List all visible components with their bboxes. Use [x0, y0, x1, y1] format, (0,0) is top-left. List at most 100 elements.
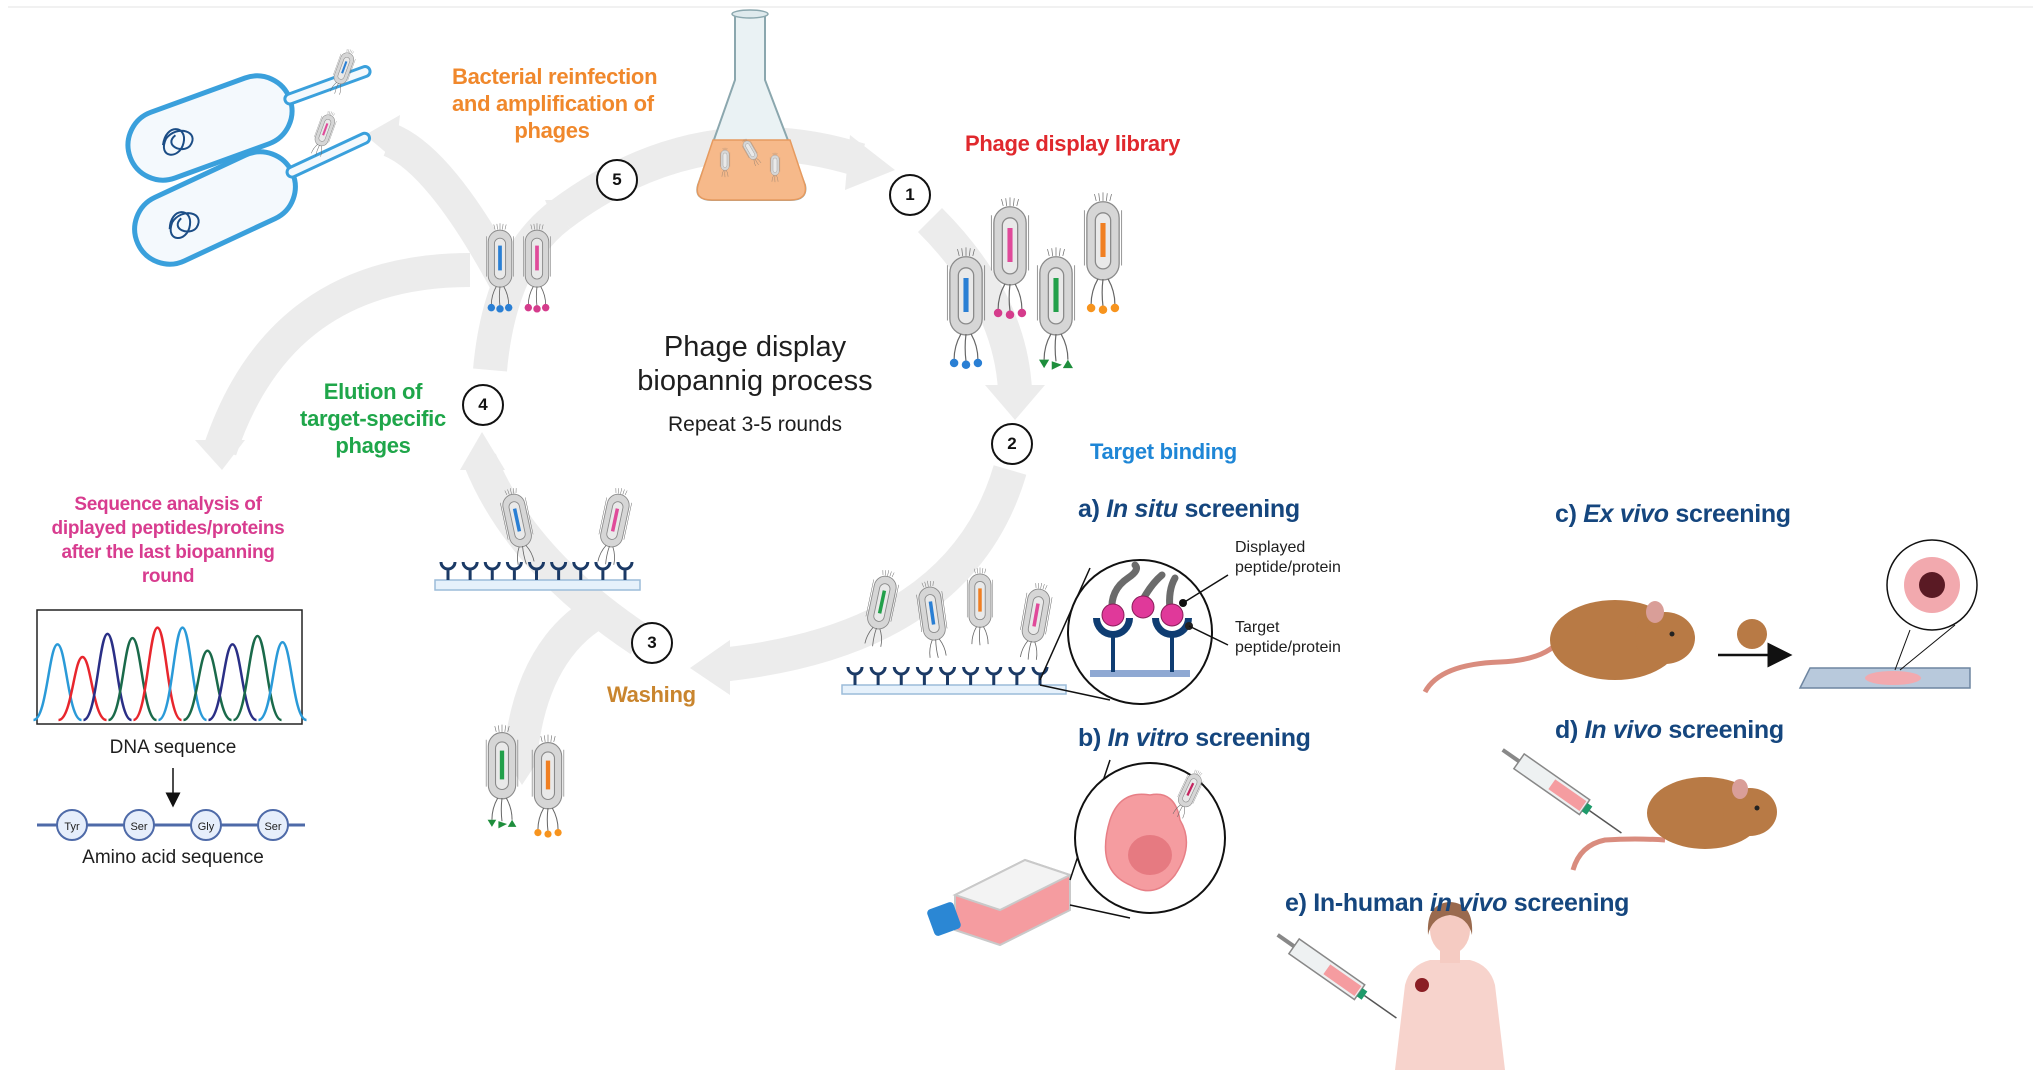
residue-label: Tyr	[64, 821, 80, 833]
chromatogram-peak	[232, 634, 283, 722]
residue-circle	[190, 809, 222, 841]
residue-circle	[257, 809, 289, 841]
receptor	[939, 666, 956, 685]
syringe-human	[1276, 902, 1505, 1070]
heading-in-vitro-prefix: b)	[1078, 724, 1108, 752]
bacteria-group	[125, 46, 372, 267]
chromatogram-peak	[132, 626, 183, 722]
heading-ex-vivo: c) Ex vivo screening	[1555, 500, 1791, 529]
step-5-label: Bacterial reinfection and amplification …	[452, 63, 658, 144]
receptor	[439, 561, 457, 580]
residue-label: Ser	[264, 821, 281, 833]
residue-circle	[56, 809, 88, 841]
receptor	[846, 666, 864, 685]
step-4-label-line-3: phages	[335, 433, 411, 458]
washed-phages	[485, 724, 565, 838]
top-border	[8, 6, 2033, 8]
heading-in-vivo-prefix: d)	[1555, 716, 1585, 744]
heading-in-vivo: d) In vivo screening	[1555, 716, 1784, 745]
receptor	[461, 561, 479, 580]
chromatogram-peak	[57, 655, 108, 722]
step-badge-5: 5	[596, 159, 638, 201]
residue-circle	[123, 809, 155, 841]
bacterium-2	[132, 131, 372, 267]
step-4-label-line-1: Elution of	[323, 379, 423, 404]
receptor	[962, 666, 980, 685]
cycle-arc-1-to-2	[917, 207, 1032, 392]
heading-ex-vivo-prefix: c)	[1555, 500, 1584, 528]
heading-in-vitro: b) In vitro screening	[1078, 724, 1311, 753]
receptor	[594, 561, 612, 580]
diagram-subtitle: Repeat 3-5 rounds	[668, 413, 842, 436]
target-peptide-label: Target peptide/protein	[1235, 618, 1341, 658]
heading-in-vivo-italic: In vivo	[1584, 716, 1662, 744]
receptor	[572, 561, 590, 580]
target-peptide-line-2: peptide/protein	[1235, 639, 1341, 656]
step-1-label: Phage display library	[965, 131, 1181, 156]
sequence-analysis-line-1: Sequence analysis of	[74, 494, 262, 515]
step-5-label-line-1: Bacterial reinfection	[452, 64, 658, 89]
heading-in-situ-prefix: a)	[1078, 495, 1107, 523]
step-5-label-line-3: phages	[514, 118, 590, 143]
elution-surface	[434, 485, 641, 591]
branch-to-sequence	[203, 253, 471, 456]
sequence-analysis-label: Sequence analysis of diplayed peptides/p…	[28, 493, 308, 589]
residue-label: Ser	[130, 821, 147, 833]
chromatogram-peak	[207, 643, 258, 722]
receptor	[985, 666, 1003, 685]
receptor	[892, 666, 910, 685]
step-badge-1: 1	[889, 174, 931, 216]
chromatogram-peak	[182, 649, 233, 722]
amplified-phages	[485, 222, 552, 313]
chromatogram-peak	[257, 641, 308, 722]
receptor	[505, 561, 523, 580]
amino-acid-sequence-label: Amino acid sequence	[82, 847, 264, 868]
phage-injecting-pink	[308, 108, 340, 159]
heading-in-human: e) In-human in vivo screening	[1285, 889, 1629, 918]
target-peptide-line-1: Target	[1235, 619, 1280, 636]
chromatogram	[32, 609, 308, 725]
sequence-analysis-line-4: round	[141, 566, 195, 587]
cycle-arc-2-to-3	[718, 465, 1027, 682]
heading-in-vitro-suffix: screening	[1188, 724, 1311, 752]
step-badge-3: 3	[631, 622, 673, 664]
step-badge-4: 4	[462, 384, 504, 426]
cycle-arc-3-to-4	[464, 453, 650, 655]
heading-in-situ-italic: In situ	[1106, 495, 1178, 523]
tissue-slide	[1798, 539, 1978, 689]
diagram-title-line-2: biopannig process	[637, 365, 873, 397]
step-4-label: Elution of target-specific phages	[293, 378, 453, 459]
chromatogram-peak	[157, 626, 208, 722]
bacterium-1	[125, 65, 372, 183]
heading-ex-vivo-italic: Ex vivo	[1583, 500, 1669, 528]
dna-sequence-label: DNA sequence	[109, 737, 237, 758]
heading-in-situ: a) In situ screening	[1078, 495, 1300, 524]
syringe-mouse	[1501, 748, 1777, 871]
chromatogram-peak	[32, 643, 83, 722]
cell-culture-flask	[927, 759, 1226, 947]
phage-injecting-blue	[327, 46, 359, 97]
chromatogram-peak	[82, 632, 133, 722]
cycle-arc-4-to-5	[473, 201, 571, 372]
mouse-ex-vivo	[1422, 600, 1695, 694]
receptor	[528, 561, 545, 580]
step-badge-2: 2	[991, 423, 1033, 465]
in-situ-surface	[841, 559, 1229, 705]
receptor	[915, 666, 933, 685]
heading-in-human-prefix: e) In-human	[1285, 889, 1431, 917]
displayed-peptide-label: Displayed peptide/protein	[1235, 538, 1341, 578]
sequence-analysis-line-3: after the last biopanning	[61, 542, 275, 563]
displayed-peptide-line-2: peptide/protein	[1235, 559, 1341, 576]
step-2-label: Target binding	[1090, 439, 1237, 464]
excised-tumor	[1737, 619, 1767, 649]
heading-in-human-italic: in vivo	[1430, 889, 1508, 917]
binding-zoom-circle	[1039, 559, 1229, 705]
phage-library	[946, 191, 1123, 370]
branch-washing-out	[503, 595, 609, 762]
heading-ex-vivo-suffix: screening	[1668, 500, 1791, 528]
heading-in-situ-suffix: screening	[1177, 495, 1300, 523]
step-3-label: Washing	[607, 682, 696, 707]
erlenmeyer-flask	[696, 9, 807, 201]
diagram-title: Phage display biopannig process	[605, 330, 905, 398]
